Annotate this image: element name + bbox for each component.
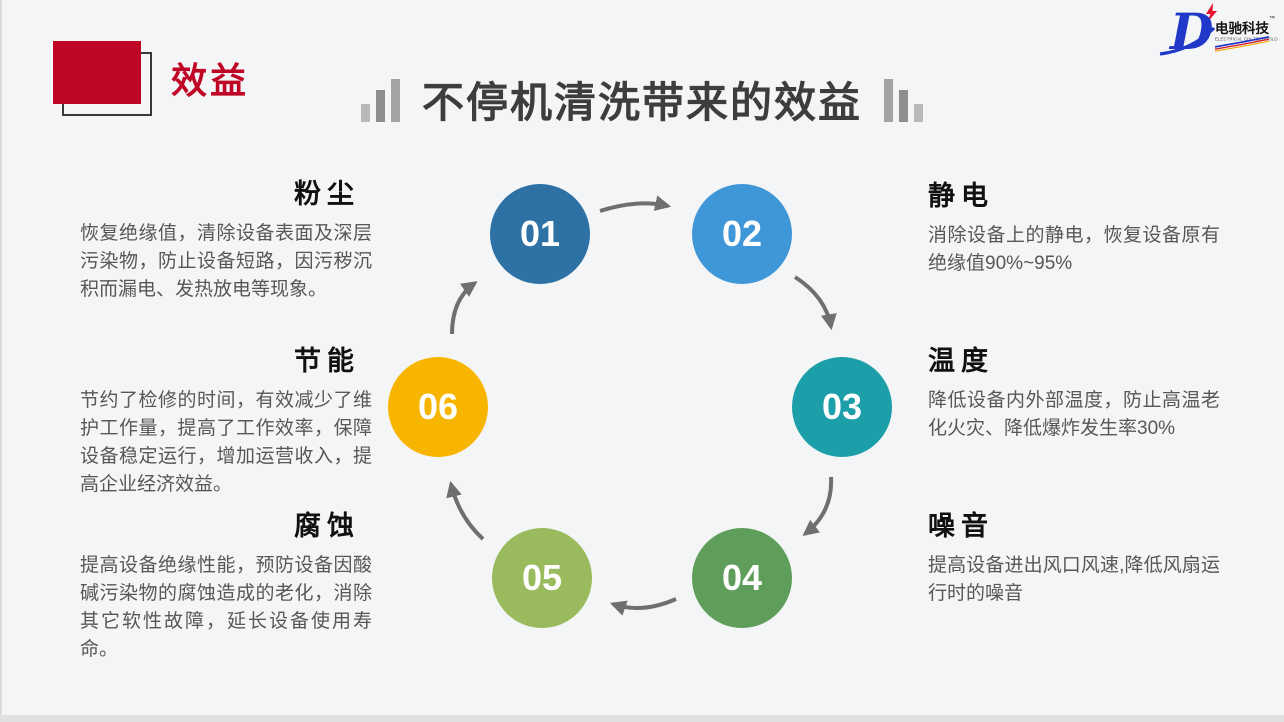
section-marker-red-square (53, 41, 141, 104)
benefit-body-noise: 提高设备进出风口风速,降低风扇运行时的噪音 (928, 554, 1220, 604)
arrow-05-to-06 (446, 480, 485, 541)
cycle-step-05: 05 (492, 528, 592, 628)
benefit-heading-energy: 节能 (294, 346, 360, 376)
cycle-step-05-number: 05 (521, 557, 563, 598)
benefit-block-corrosion: 腐蚀 提高设备绝缘性能，预防设备因酸碱污染物的腐蚀造成的老化，消除其它软性故障，… (80, 511, 372, 664)
logo-brand-text: 电驰科技 (1215, 20, 1269, 36)
benefit-block-static: 静电 消除设备上的静电，恢复设备原有绝缘值90%~95% (928, 181, 1220, 278)
benefit-block-temperature: 温度 降低设备内外部温度，防止高温老化火灾、降低爆炸发生率30% (928, 346, 1220, 443)
arrow-02-to-03 (793, 275, 837, 331)
benefit-block-noise: 噪音 提高设备进出风口风速,降低风扇运行时的噪音 (928, 511, 1220, 608)
arrow-06-to-01 (450, 281, 478, 335)
cycle-step-02-number: 02 (721, 213, 763, 254)
section-label: 效益 (171, 60, 250, 101)
title-bars-right-icon (884, 79, 923, 128)
arrow-01-to-02 (599, 195, 672, 213)
benefit-block-dust: 粉尘 恢复绝缘值，清除设备表面及深层污染物，防止设备短路，因污秽沉积而漏电、发热… (80, 179, 372, 304)
logo-stripe-yellow (1215, 40, 1269, 52)
title-bars-left-icon (360, 79, 400, 128)
logo-swoosh (1159, 26, 1216, 56)
logo-stripe-blue (1215, 36, 1269, 48)
cycle-step-06-number: 06 (417, 386, 459, 427)
benefit-body-dust: 恢复绝缘值，清除设备表面及深层污染物，防止设备短路，因污秽沉积而漏电、发热放电等… (80, 222, 372, 300)
lightning-bolt-icon (1206, 3, 1217, 24)
page-title: 不停机清洗带来的效益 (421, 78, 862, 126)
cycle-step-04-number: 04 (721, 557, 763, 598)
slide-bottom-edge (0, 715, 1284, 722)
benefit-heading-corrosion: 腐蚀 (294, 511, 360, 541)
benefit-heading-temperature: 温度 (928, 346, 994, 376)
cycle-step-06: 06 (388, 357, 488, 457)
arrow-03-to-04 (802, 476, 834, 536)
benefit-body-energy: 节约了检修的时间，有效减少了维护工作量，提高了工作效率，保障设备稳定运行，增加运… (80, 389, 372, 495)
logo-trademark: ™ (1269, 15, 1275, 22)
benefit-body-corrosion: 提高设备绝缘性能，预防设备因酸碱污染物的腐蚀造成的老化，消除其它软性故障，延长设… (80, 554, 372, 660)
cycle-step-03: 03 (792, 357, 892, 457)
cycle-step-01-number: 01 (519, 213, 561, 254)
benefit-heading-noise: 噪音 (928, 511, 994, 541)
benefit-block-energy: 节能 节约了检修的时间，有效减少了维护工作量，提高了工作效率，保障设备稳定运行，… (80, 346, 372, 499)
company-logo: D 电驰科技 ™ ELECTRICAL CHI TECHNOLOGY (1159, 2, 1278, 61)
logo-subtext: ELECTRICAL CHI TECHNOLOGY (1215, 37, 1278, 42)
cycle-step-02: 02 (692, 184, 792, 284)
benefit-body-temperature: 降低设备内外部温度，防止高温老化火灾、降低爆炸发生率30% (928, 389, 1220, 439)
arrow-04-to-05 (609, 597, 677, 616)
logo-stripe-red (1215, 38, 1269, 50)
cycle-step-04: 04 (692, 528, 792, 628)
cycle-step-03-number: 03 (821, 386, 863, 427)
benefit-body-static: 消除设备上的静电，恢复设备原有绝缘值90%~95% (928, 224, 1220, 274)
cycle-step-01: 01 (490, 184, 590, 284)
benefit-heading-dust: 粉尘 (294, 179, 360, 209)
benefit-heading-static: 静电 (928, 181, 994, 211)
slide-left-edge (0, 0, 2, 722)
